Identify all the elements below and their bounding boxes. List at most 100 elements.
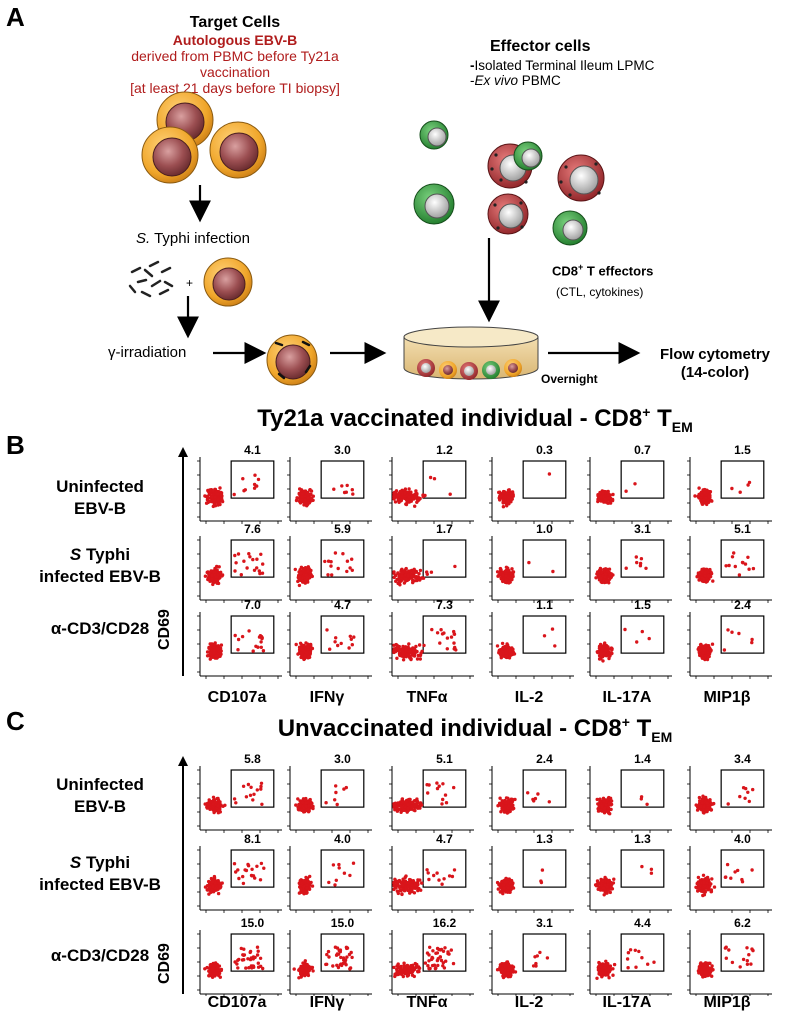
- event-dot: [209, 569, 213, 573]
- event-dot: [344, 490, 348, 494]
- event-dot: [217, 881, 221, 885]
- event-dot: [740, 560, 745, 565]
- event-dot: [503, 880, 508, 884]
- event-dot: [706, 655, 710, 659]
- gate-box: [422, 849, 467, 888]
- event-dot: [252, 568, 257, 572]
- event-dot: [233, 569, 237, 573]
- target-cells-line1: derived from PBMC before Ty21a vaccinati…: [131, 48, 339, 80]
- effector-cell-red: [557, 154, 605, 202]
- event-dot: [504, 876, 508, 881]
- event-dot: [604, 648, 608, 652]
- event-dot: [255, 953, 260, 957]
- event-dot: [208, 799, 212, 803]
- event-dot: [607, 570, 611, 575]
- event-dot: [499, 652, 504, 657]
- panel-c-dotplot: 5.8: [197, 752, 282, 833]
- event-dot: [697, 486, 701, 490]
- gate-box: [522, 769, 567, 808]
- panel-c-title-mid: T: [629, 715, 652, 742]
- event-dot: [737, 631, 741, 636]
- event-dot: [294, 803, 298, 807]
- event-dot: [210, 880, 215, 884]
- event-dot: [248, 950, 252, 955]
- event-dot: [697, 886, 702, 890]
- event-dot: [505, 491, 509, 495]
- event-dot: [701, 794, 705, 798]
- event-dot: [215, 965, 220, 970]
- event-dot: [259, 964, 263, 968]
- event-dot: [452, 632, 457, 636]
- event-dot: [506, 890, 510, 894]
- event-dot: [244, 795, 249, 799]
- event-dot: [215, 568, 219, 572]
- event-dot: [300, 492, 305, 496]
- gate-box: [230, 539, 275, 578]
- event-dot: [700, 502, 705, 506]
- gate-box: [320, 539, 365, 578]
- event-dot: [396, 802, 400, 806]
- event-dot: [701, 651, 705, 655]
- event-dot: [261, 966, 265, 971]
- event-dot: [325, 952, 329, 957]
- event-dot: [214, 654, 219, 658]
- event-dot: [236, 552, 241, 556]
- panel-c-dotplot: 1.3: [587, 832, 672, 913]
- bullet: -: [470, 58, 475, 73]
- event-dot: [508, 881, 513, 885]
- event-dot: [340, 963, 344, 968]
- event-dot: [439, 628, 443, 632]
- event-dot: [407, 649, 412, 654]
- event-dot: [401, 799, 405, 804]
- gate-box: [720, 769, 765, 808]
- event-dot: [302, 879, 307, 883]
- event-dot: [208, 657, 212, 661]
- event-dot: [333, 883, 337, 887]
- event-dot: [255, 945, 260, 949]
- event-dot: [746, 790, 750, 794]
- event-dot: [414, 489, 418, 493]
- event-dot: [602, 651, 606, 656]
- event-dot: [699, 804, 703, 809]
- event-dot: [234, 801, 238, 805]
- row-label-line1-rest: Typhi: [81, 853, 131, 872]
- event-dot: [704, 496, 708, 500]
- gate-box: [620, 539, 665, 578]
- gate-percentage: 5.1: [734, 522, 751, 536]
- event-dot: [435, 781, 439, 785]
- event-dot: [726, 802, 730, 806]
- event-dot: [298, 501, 303, 505]
- event-dot: [645, 802, 649, 806]
- event-dot: [345, 955, 349, 959]
- effector-cell-green: [513, 141, 543, 171]
- panel-a-schematic: [128, 91, 641, 386]
- row-label-line2: EBV-B: [74, 797, 126, 816]
- event-dot: [243, 488, 247, 492]
- event-dot: [305, 883, 309, 887]
- event-dot: [504, 651, 508, 655]
- gate-box: [522, 615, 567, 654]
- event-dot: [605, 809, 610, 813]
- event-dot: [601, 879, 605, 883]
- event-dot: [612, 877, 616, 881]
- panel-b-dotplot: 3.1: [587, 522, 672, 603]
- event-dot: [398, 583, 402, 587]
- event-dot: [705, 808, 710, 812]
- event-dot: [400, 654, 404, 658]
- event-dot: [310, 884, 315, 888]
- cd8-sup: +: [578, 262, 584, 272]
- panel-b-dotplot: 7.6: [197, 522, 282, 603]
- event-dot: [437, 878, 441, 882]
- event-dot: [598, 568, 602, 572]
- gate-percentage: 5.9: [334, 522, 351, 536]
- event-dot: [217, 565, 221, 569]
- panel-b-title-text: Ty21a vaccinated individual - CD8: [257, 405, 643, 432]
- gate-box: [230, 615, 275, 654]
- panel-c-row-label-2: α-CD3/CD28: [50, 946, 150, 965]
- event-dot: [298, 487, 302, 491]
- event-dot: [606, 496, 611, 500]
- event-dot: [348, 873, 352, 878]
- panel-c-title: Unvaccinated individual - CD8+ TEM: [160, 714, 790, 745]
- event-dot: [245, 566, 249, 570]
